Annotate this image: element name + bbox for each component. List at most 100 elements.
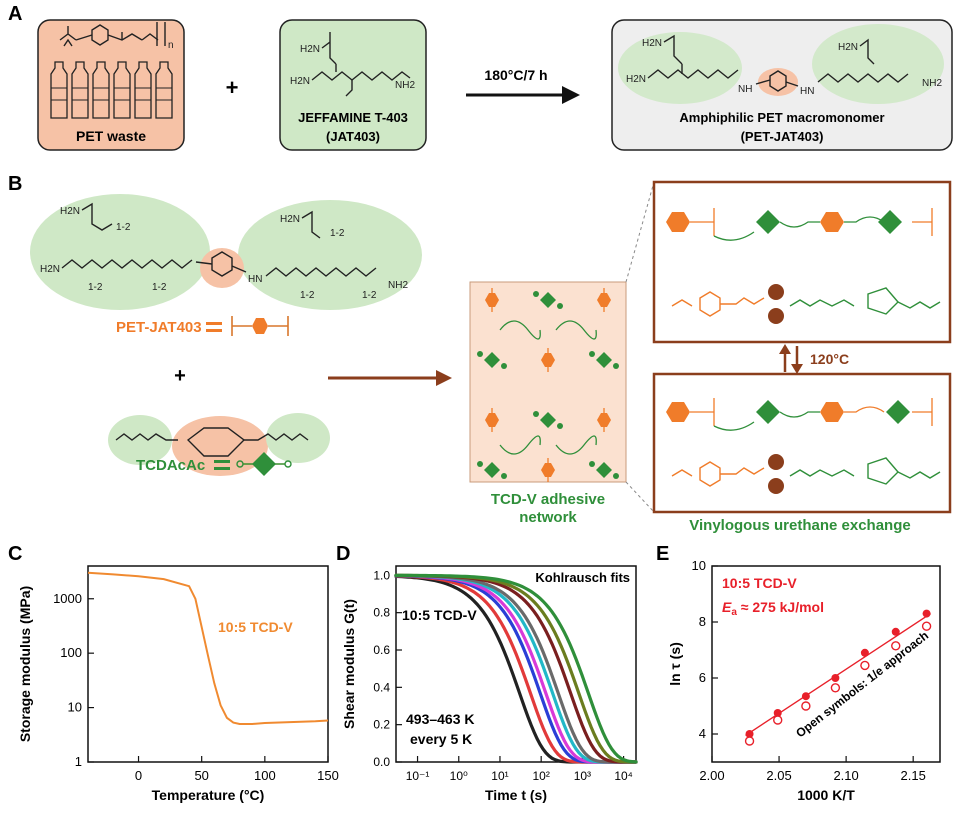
chart-e-ytick-label: 4 — [699, 726, 706, 741]
exchange-diamond-icon — [756, 210, 780, 234]
b-h2n-left: H2N — [40, 264, 60, 275]
b-repeat-1: 1-2 — [116, 222, 131, 233]
chart-e-xlabel: 1000 K/T — [797, 787, 855, 803]
chart-e-ea-symbol: E — [722, 599, 732, 615]
chart-c-xtick-label: 0 — [135, 768, 142, 783]
chart-e-filled-point — [801, 692, 810, 701]
chart-e-ea-value: ≈ 275 kJ/mol — [737, 599, 824, 615]
network-diamond-icon — [540, 292, 556, 308]
network-hexagon-icon — [485, 293, 499, 307]
chart-c-ylabel: Storage modulus (MPa) — [17, 586, 33, 742]
chart-d-series — [394, 573, 638, 764]
chart-d-fits-label: Kohlrausch fits — [535, 570, 630, 585]
panel-e-letter: E — [656, 543, 669, 565]
product-amine-shade-right — [812, 24, 944, 104]
bottle-icon — [50, 61, 68, 119]
exchange-crosslink-line — [844, 406, 885, 413]
chart-c-xtick-label: 100 — [254, 768, 276, 783]
exchange-linker-line — [690, 208, 715, 236]
zoom-line-bottom — [625, 481, 655, 513]
network-node-icon — [477, 351, 483, 357]
chart-e-ytick-label: 8 — [699, 614, 706, 629]
network-diamond-icon — [484, 462, 500, 478]
product-nh2-right: NH2 — [922, 78, 942, 89]
exchange-crosslink-line — [713, 421, 755, 431]
exchange-amide-line — [671, 299, 693, 307]
b-nh2-right: NH2 — [388, 280, 408, 291]
chart-e-activation-energy: Ea ≈ 275 kJ/mol — [722, 599, 824, 618]
exchange-box-top — [652, 180, 952, 344]
reaction-conditions: 180°C/7 h — [484, 67, 547, 83]
b-aromatic-shade — [200, 248, 244, 288]
chart-e-marks — [744, 609, 932, 746]
bottle-icon — [71, 61, 89, 119]
chart-e-frame — [711, 565, 941, 763]
chart-e-open-point — [830, 683, 841, 693]
chart-e-xtick-label: 2.00 — [699, 768, 724, 783]
exchange-linker-line — [912, 398, 933, 426]
chart-d-xlabel: Time t (s) — [485, 787, 547, 803]
reaction-arrowhead — [562, 86, 580, 104]
product-h2n-top-right: H2N — [838, 42, 858, 53]
chart-c-ytick-label: 1 — [75, 754, 82, 769]
pet-jat403-structure: H2N 1-2 H2N 1-2 1-2 HN H2N 1-2 1-2 1-2 N… — [40, 202, 408, 301]
network-illustration — [477, 288, 619, 482]
b-h2n-top-right: H2N — [280, 214, 300, 225]
network-node-icon — [533, 411, 539, 417]
exchange-hexagon-icon — [820, 212, 844, 232]
network-diamond-icon — [540, 412, 556, 428]
b-hn: HN — [248, 274, 262, 285]
exchange-benzene-ring — [699, 291, 721, 317]
network-node-icon — [501, 473, 507, 479]
chart-e-filled-point — [891, 627, 900, 636]
exchange-benzene-ring — [699, 461, 721, 487]
chart-e-filled-point — [922, 609, 931, 618]
network-crosslink-line — [555, 435, 597, 455]
tcdacac-equals-symbol — [214, 452, 292, 476]
bottle-icon — [113, 61, 131, 119]
exchange-equilibrium-arrows — [779, 344, 803, 374]
chart-e-open-point — [773, 715, 783, 725]
repeat-n: n — [168, 40, 174, 51]
panel-b: B H2N 1-2 H2N 1-2 1-2 HN H2N 1-2 1-2 1-2… — [8, 173, 952, 534]
network-node-icon — [557, 423, 563, 429]
chart-c-ytick-label: 10 — [68, 700, 82, 715]
chart-d-xtick-label: 10¹ — [491, 769, 508, 783]
chart-c-frame — [87, 565, 329, 763]
exchange-label: Vinylogous urethane exchange — [689, 517, 910, 534]
exchange-amine-node-icon — [768, 478, 784, 494]
zoom-line-top — [625, 181, 655, 283]
network-crosslink-line — [555, 320, 597, 340]
chart-d-ytick-label: 0.2 — [373, 718, 390, 732]
chart-d-ytick-label: 1.0 — [373, 568, 390, 582]
product-amine-shade-left — [618, 32, 742, 104]
exchange-chain-line — [720, 297, 765, 305]
plus-sign-b: + — [174, 365, 186, 387]
b-amine-shade-right — [238, 200, 422, 310]
chart-d-relaxation-curve — [394, 573, 638, 764]
b-repeat-4: 1-2 — [330, 228, 345, 239]
exchange-box-bottom — [652, 372, 952, 514]
chart-e-ytick-label: 10 — [692, 558, 706, 573]
jeffamine-nh2-right: NH2 — [395, 80, 415, 91]
pet-repeat-unit-structure: n — [59, 22, 174, 51]
network-crosslink-line — [499, 435, 541, 455]
bottle-icon — [134, 61, 152, 119]
exchange-crosslink-line — [779, 411, 820, 418]
network-node-icon — [477, 461, 483, 467]
chart-c-xtick-label: 50 — [194, 768, 208, 783]
chart-d-ytick-label: 0.4 — [373, 680, 390, 694]
panel-d-letter: D — [336, 543, 350, 565]
exchange-hexagon-icon — [666, 212, 690, 232]
tcd-acac-shade-left — [108, 415, 172, 465]
chart-e-xtick-label: 2.05 — [766, 768, 791, 783]
network-node-icon — [557, 303, 563, 309]
exchange-amine-node-icon — [768, 454, 784, 470]
network-hexagon-icon — [597, 293, 611, 307]
b-h2n-top: H2N — [60, 206, 80, 217]
pet-jat403-equals-symbol — [206, 316, 289, 336]
